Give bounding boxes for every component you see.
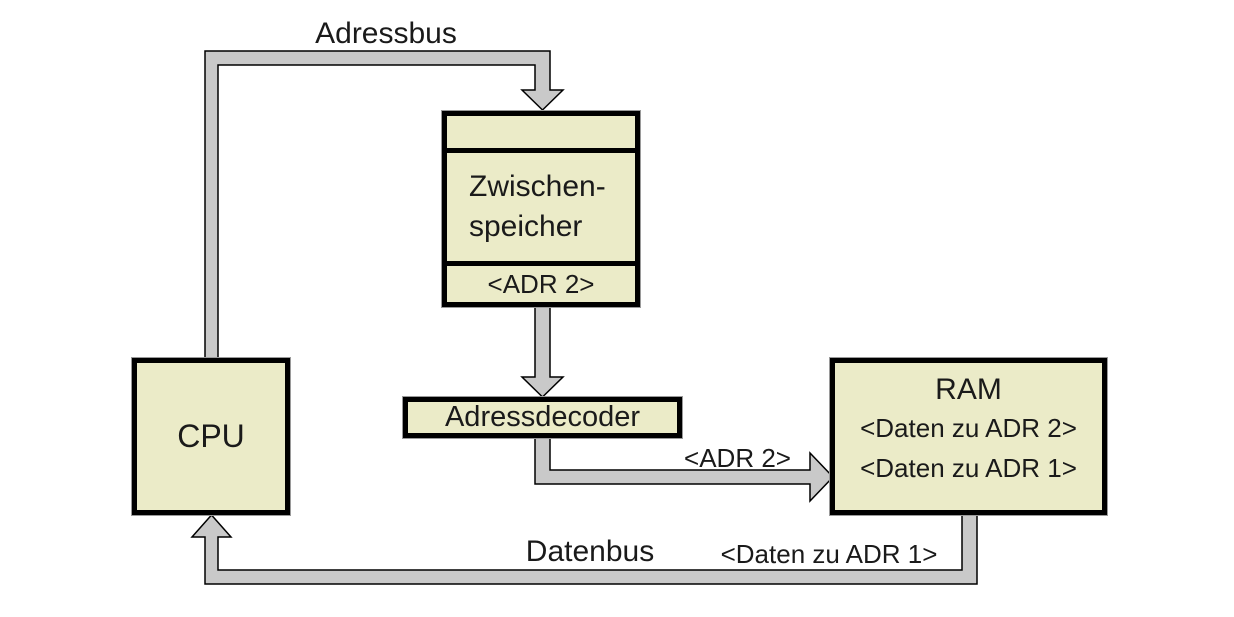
zwischenspeicher-box: Zwischen- speicher <ADR 2> bbox=[442, 111, 640, 307]
cpu-label: CPU bbox=[177, 418, 245, 454]
cpu-box: CPU bbox=[132, 358, 290, 515]
datenbus-label: Datenbus bbox=[525, 535, 655, 568]
adressdecoder-label: Adressdecoder bbox=[444, 401, 641, 433]
zwischenspeicher-title-line1: Zwischen- bbox=[469, 170, 606, 203]
datenbus-arrow bbox=[190, 513, 978, 585]
ram-label: RAM bbox=[935, 373, 1002, 406]
ram-row-adr1: <Daten zu ADR 1> bbox=[860, 453, 1077, 483]
zwischenspeicher-slot: <ADR 2> bbox=[447, 261, 635, 302]
adr2-bus-label: <ADR 2> bbox=[684, 443, 791, 473]
zwischenspeicher-title-line2: speicher bbox=[469, 210, 583, 243]
daten-zu-adr1-bus-label: <Daten zu ADR 1> bbox=[720, 539, 938, 569]
adressdecoder-box: Adressdecoder bbox=[403, 397, 682, 438]
adressdecoder-to-ram-arrow bbox=[534, 437, 835, 503]
ram-box: RAM <Daten zu ADR 2> <Daten zu ADR 1> bbox=[830, 358, 1107, 515]
zwischenspeicher-to-adressdecoder-arrow bbox=[520, 306, 565, 399]
zwischenspeicher-title: Zwischen- speicher bbox=[447, 153, 635, 261]
zwischenspeicher-slot-label: <ADR 2> bbox=[487, 268, 595, 299]
ram-row-adr2: <Daten zu ADR 2> bbox=[860, 413, 1077, 443]
zwischenspeicher-empty-band bbox=[447, 116, 635, 153]
adressbus-label: Adressbus bbox=[315, 17, 457, 50]
